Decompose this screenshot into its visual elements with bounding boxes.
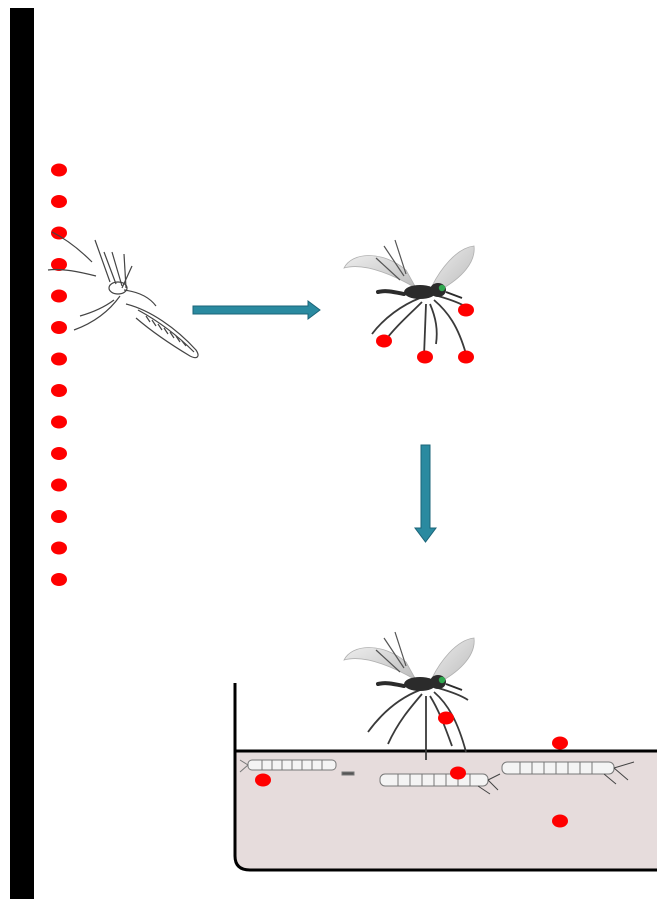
breeding-site-droplet xyxy=(255,773,271,787)
wall-droplets xyxy=(51,163,67,586)
wall-droplet xyxy=(51,573,67,586)
wall-droplet xyxy=(51,321,67,334)
wall-droplet xyxy=(51,352,67,366)
wall-droplet xyxy=(51,258,67,271)
wall-droplet xyxy=(51,163,67,177)
wall-droplet xyxy=(51,541,67,555)
larva-icon-3 xyxy=(501,761,635,785)
breeding-site-droplet xyxy=(552,814,568,828)
breeding-site-droplet xyxy=(552,736,568,750)
breeding-container-water xyxy=(236,752,657,870)
transfer-arrow-down xyxy=(414,444,437,543)
leg-droplet xyxy=(417,350,433,364)
wall-droplet xyxy=(51,478,67,492)
wall-droplet xyxy=(51,289,67,303)
leg-droplet xyxy=(458,350,474,364)
breeding-site-droplet xyxy=(450,766,466,780)
wall-droplet xyxy=(51,195,67,208)
leg-droplets xyxy=(376,303,474,364)
breeding-site-droplets xyxy=(255,711,568,828)
leg-droplet xyxy=(458,303,474,317)
wall-droplet xyxy=(51,415,67,429)
wall-droplet xyxy=(51,226,67,240)
resting-mosquito-sketch-icon xyxy=(47,231,199,359)
wall-droplet xyxy=(51,447,67,460)
landing-mosquito-icon xyxy=(343,631,475,760)
wall-droplet xyxy=(51,384,67,397)
transfer-arrow-right xyxy=(192,300,321,320)
mosquito-icon xyxy=(343,239,475,357)
larva-icon-1 xyxy=(239,759,355,776)
breeding-container-outline xyxy=(233,683,657,872)
treated-wall xyxy=(10,8,34,899)
wall-droplet xyxy=(51,510,67,523)
leg-droplet xyxy=(376,334,392,348)
breeding-site-droplet xyxy=(438,711,454,725)
